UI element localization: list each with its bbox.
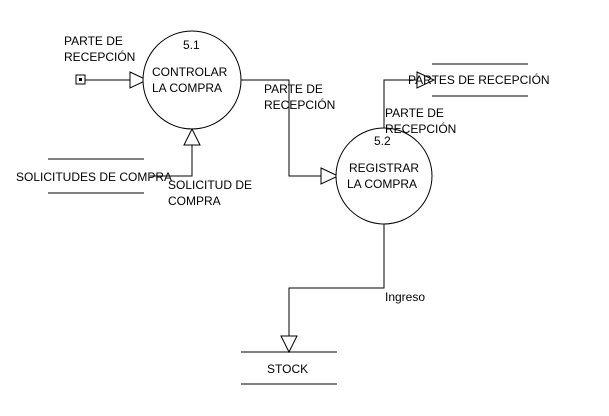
flow-label-solicitud-1: SOLICITUD DE bbox=[168, 178, 252, 192]
flow-label-in-parte-1: PARTE DE bbox=[64, 34, 123, 48]
flow-arrow-solicitud bbox=[183, 127, 201, 146]
flow-label-in-parte-2: RECEPCIÓN bbox=[64, 49, 135, 64]
flow-label-mid-parte-2: RECEPCIÓN bbox=[264, 97, 335, 112]
external-source-marker-dot bbox=[79, 78, 82, 81]
flow-line-ingreso bbox=[288, 224, 385, 336]
flow-label-ingreso: Ingreso bbox=[385, 290, 425, 304]
process-5-2-number: 5.2 bbox=[374, 134, 391, 148]
process-5-1-label-1: CONTROLAR bbox=[152, 65, 228, 79]
flow-line-mid-parte bbox=[241, 79, 321, 177]
store-solicitudes-label: SOLICITUDES DE COMPRA bbox=[16, 170, 172, 184]
store-partes-label: PARTES DE RECEPCIÓN bbox=[408, 72, 550, 87]
process-5-1-number: 5.1 bbox=[183, 38, 200, 52]
flow-label-out-parte-1: PARTE DE bbox=[385, 106, 444, 120]
flow-line-out-parte bbox=[383, 79, 417, 128]
process-5-2-label-2: LA COMPRA bbox=[347, 177, 417, 191]
flow-label-solicitud-2: COMPRA bbox=[168, 194, 221, 208]
flow-arrow-mid-parte bbox=[320, 167, 340, 185]
flow-line-solicitud bbox=[150, 145, 193, 177]
flow-label-mid-parte-1: PARTE DE bbox=[264, 82, 323, 96]
flow-arrow-out-parte bbox=[416, 71, 436, 89]
process-5-2-label-1: REGISTRAR bbox=[349, 161, 419, 175]
flow-arrow-ingreso bbox=[280, 335, 298, 354]
process-5-1-label-2: LA COMPRA bbox=[152, 81, 222, 95]
flow-label-out-parte-2: RECEPCIÓN bbox=[385, 121, 456, 136]
flow-arrow-in-parte bbox=[129, 71, 149, 89]
store-stock-label: STOCK bbox=[267, 362, 308, 376]
